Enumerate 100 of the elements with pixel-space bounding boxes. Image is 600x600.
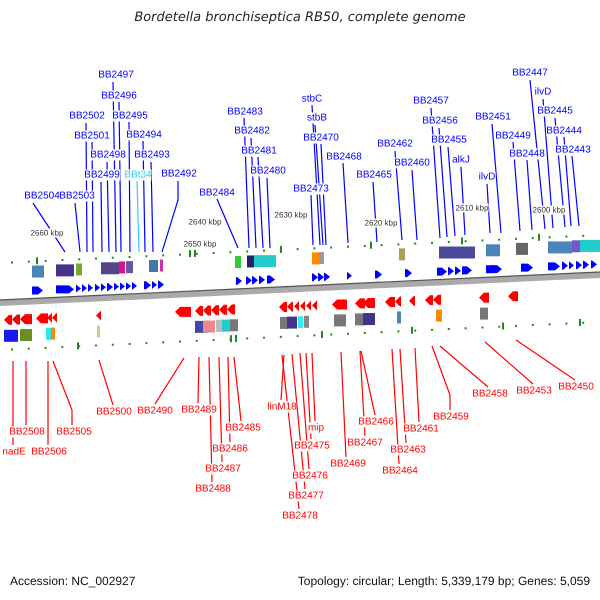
leader-line bbox=[280, 354, 285, 400]
gene-label: linM18 bbox=[267, 402, 297, 412]
leader-line bbox=[571, 156, 580, 226]
gene-label: BB2476 bbox=[292, 470, 328, 482]
gene-label: BB2459 bbox=[433, 412, 469, 422]
leader-line bbox=[542, 98, 554, 228]
gene-label: BB2504 bbox=[24, 190, 60, 202]
gene-label: stbC bbox=[302, 94, 322, 104]
gene-label: BB2493 bbox=[134, 150, 170, 160]
gene-label: BB2466 bbox=[358, 416, 394, 428]
gene-label: BB2488 bbox=[195, 484, 231, 494]
leader-line bbox=[100, 182, 103, 252]
gene-label: BB2473 bbox=[293, 184, 329, 194]
leader-line bbox=[486, 184, 491, 234]
gene-label: BB2463 bbox=[390, 444, 426, 456]
leader-line bbox=[74, 202, 81, 252]
gene-label: BB2469 bbox=[330, 458, 366, 470]
gene-label: BB2490 bbox=[137, 406, 173, 416]
gene-label: BB2485 bbox=[225, 422, 261, 434]
leader-line bbox=[32, 202, 66, 252]
leader-line bbox=[299, 352, 310, 470]
leader-line bbox=[257, 156, 264, 248]
gene-label: BB2455 bbox=[431, 134, 467, 146]
leader-line bbox=[491, 124, 502, 234]
leader-line bbox=[359, 350, 366, 436]
gene-label: BB2496 bbox=[101, 90, 137, 102]
leader-line bbox=[106, 162, 110, 252]
leader-line bbox=[460, 166, 466, 236]
gene-label: BB2478 bbox=[282, 510, 318, 522]
leader-line bbox=[266, 178, 271, 248]
gene-label: BB2468 bbox=[326, 152, 362, 162]
leader-line bbox=[25, 361, 27, 425]
gene-label: BB2481 bbox=[241, 146, 277, 156]
leader-line bbox=[98, 360, 114, 406]
gene-label: BB2475 bbox=[294, 440, 330, 452]
gene-label: BB2470 bbox=[303, 132, 339, 144]
scale-label: 2600 kbp bbox=[532, 206, 566, 214]
leader-line bbox=[440, 346, 488, 388]
gene-label: BB2502 bbox=[69, 110, 105, 122]
gene-label: BB2480 bbox=[250, 166, 286, 176]
gene-label: BB2483 bbox=[227, 106, 263, 118]
leader-line bbox=[12, 361, 14, 445]
leader-line bbox=[216, 198, 239, 248]
gene-label: BB2458 bbox=[472, 388, 508, 400]
leader-line bbox=[431, 346, 451, 410]
leader-line bbox=[438, 128, 448, 238]
leader-line bbox=[154, 358, 184, 404]
scale-label: 2650 kbp bbox=[184, 240, 216, 248]
leader-line bbox=[150, 162, 154, 252]
gene-label: BB2495 bbox=[112, 110, 148, 122]
leader-line bbox=[161, 181, 179, 252]
gene-label: BB2445 bbox=[537, 106, 573, 116]
leader-line bbox=[52, 360, 73, 425]
gene-label: BB2506 bbox=[31, 446, 67, 458]
accession-text: Accession: NC_002927 bbox=[10, 574, 136, 588]
gene-label: BB2492 bbox=[161, 168, 197, 180]
gene-label: alkJ bbox=[452, 154, 470, 166]
gene-label: BB2457 bbox=[413, 96, 449, 106]
scale-label: 2660 kbp bbox=[30, 228, 64, 238]
gene-label: BB2487 bbox=[205, 464, 241, 474]
leader-line bbox=[447, 146, 456, 236]
gene-label: BB2448 bbox=[509, 148, 545, 160]
leader-line bbox=[227, 356, 231, 442]
genome-info-text: Topology: circular; Length: 5,339,179 bp; Genes: 5,059 bbox=[298, 574, 590, 588]
gene-label: stbB bbox=[307, 112, 327, 124]
gene-label: BB2501 bbox=[74, 130, 110, 142]
title: Bordetella bronchiseptica RB50, complete genome bbox=[134, 10, 466, 25]
gene-label: BB2497 bbox=[98, 70, 134, 80]
gene-label: BB2443 bbox=[555, 144, 591, 156]
leader-line bbox=[516, 340, 576, 380]
leader-line bbox=[218, 356, 223, 462]
leader-line bbox=[136, 180, 140, 252]
gene-label: BB2505 bbox=[56, 426, 92, 438]
gene-label: BB2444 bbox=[546, 126, 582, 136]
gene-label: BB2484 bbox=[199, 188, 235, 198]
scale-label: 2630 kbp bbox=[274, 210, 308, 220]
gene-label: BB2456 bbox=[422, 116, 458, 126]
leader-line bbox=[529, 80, 546, 230]
scale-label: 2610 kbp bbox=[456, 204, 488, 212]
scale-label: 2620 kbp bbox=[364, 218, 398, 228]
gene-label: BB2462 bbox=[377, 138, 413, 150]
gene-label: BB2451 bbox=[475, 112, 511, 122]
leader-line bbox=[411, 170, 418, 240]
gene-label: BB2477 bbox=[288, 490, 324, 502]
gene-label: BB2503 bbox=[59, 190, 95, 202]
leader-line bbox=[340, 352, 347, 458]
gene-label: BB2450 bbox=[558, 382, 594, 392]
gene-label: BB2508 bbox=[9, 426, 45, 438]
gene-label: BB2449 bbox=[495, 130, 531, 142]
gene-label: BB2453 bbox=[516, 386, 552, 396]
leader-line bbox=[484, 342, 534, 384]
gene-label: BB2494 bbox=[126, 130, 162, 140]
gene-label: BB2500 bbox=[96, 406, 132, 418]
leader-line bbox=[305, 352, 312, 440]
gene-label: BBt34 bbox=[124, 170, 152, 180]
gene-label: BB2486 bbox=[212, 444, 248, 454]
leader-line bbox=[233, 356, 242, 422]
scale-label: 2640 kbp bbox=[188, 218, 222, 226]
leader-line bbox=[394, 150, 403, 240]
gene-label: BB2482 bbox=[234, 126, 270, 136]
